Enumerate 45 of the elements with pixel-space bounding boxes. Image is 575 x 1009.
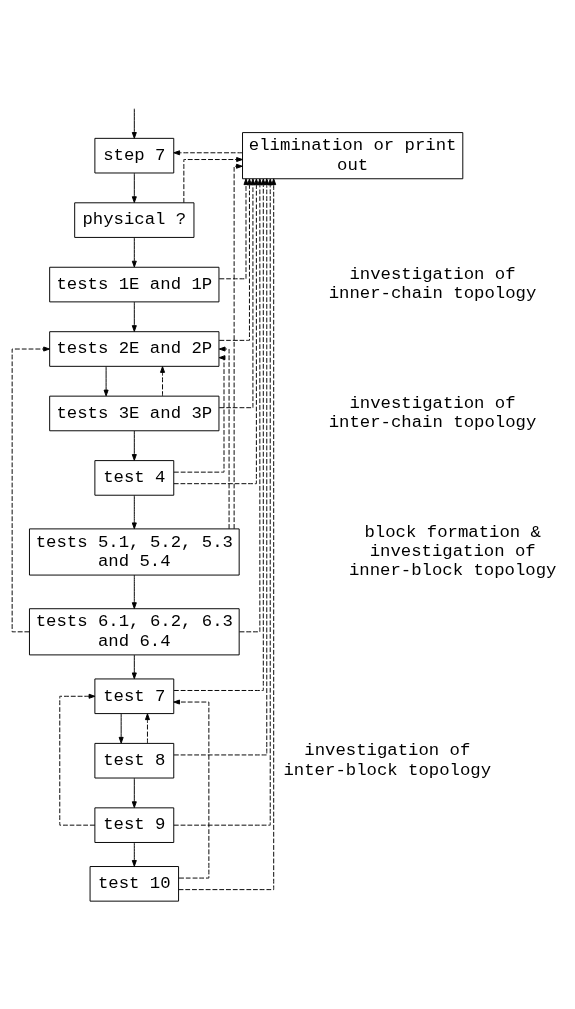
arrow — [131, 237, 137, 268]
arrow — [173, 355, 226, 473]
node-box: tests 5.1, 5.2, 5.3 and 5.4 — [29, 528, 240, 576]
node-box: elimination or print out — [242, 132, 464, 180]
arrow — [131, 301, 137, 332]
arrow — [103, 366, 109, 397]
node-box: test 4 — [94, 460, 175, 496]
arrow — [173, 150, 243, 156]
arrow — [238, 178, 263, 633]
arrow — [183, 157, 243, 204]
label: investigation of inner-chain topology — [328, 265, 537, 304]
node-box: step 7 — [94, 137, 175, 174]
node-box: tests 2E and 2P — [49, 331, 220, 367]
arrow — [173, 178, 259, 485]
arrow — [131, 654, 137, 680]
arrow — [131, 108, 137, 139]
arrow — [131, 574, 137, 609]
label: block formation & investigation of inner-block topology — [348, 522, 557, 581]
node-box: test 7 — [94, 678, 175, 715]
arrow — [218, 178, 249, 280]
node-box: tests 1E and 1P — [49, 266, 220, 303]
arrow — [118, 713, 124, 744]
arrow — [173, 699, 210, 879]
arrow — [178, 178, 277, 891]
node-box: test 8 — [94, 742, 175, 779]
arrow — [144, 713, 150, 744]
node-box: physical ? — [74, 202, 195, 238]
arrow — [218, 346, 230, 530]
arrow — [59, 693, 96, 826]
arrow — [131, 777, 137, 809]
label: investigation of inter-block topology — [283, 741, 492, 780]
arrow — [218, 178, 256, 409]
arrow — [11, 346, 50, 633]
node-box: tests 6.1, 6.2, 6.3 and 6.4 — [29, 608, 240, 656]
node-box: test 9 — [94, 807, 175, 843]
arrow — [233, 163, 243, 530]
arrow — [131, 842, 137, 867]
node-box: test 10 — [89, 866, 180, 902]
arrow — [131, 495, 137, 530]
node-box: tests 3E and 3P — [49, 395, 220, 432]
label: investigation of inter-chain topology — [328, 394, 537, 433]
arrow — [131, 172, 137, 203]
arrow — [131, 430, 137, 461]
arrow — [160, 366, 166, 397]
arrow — [218, 178, 252, 341]
